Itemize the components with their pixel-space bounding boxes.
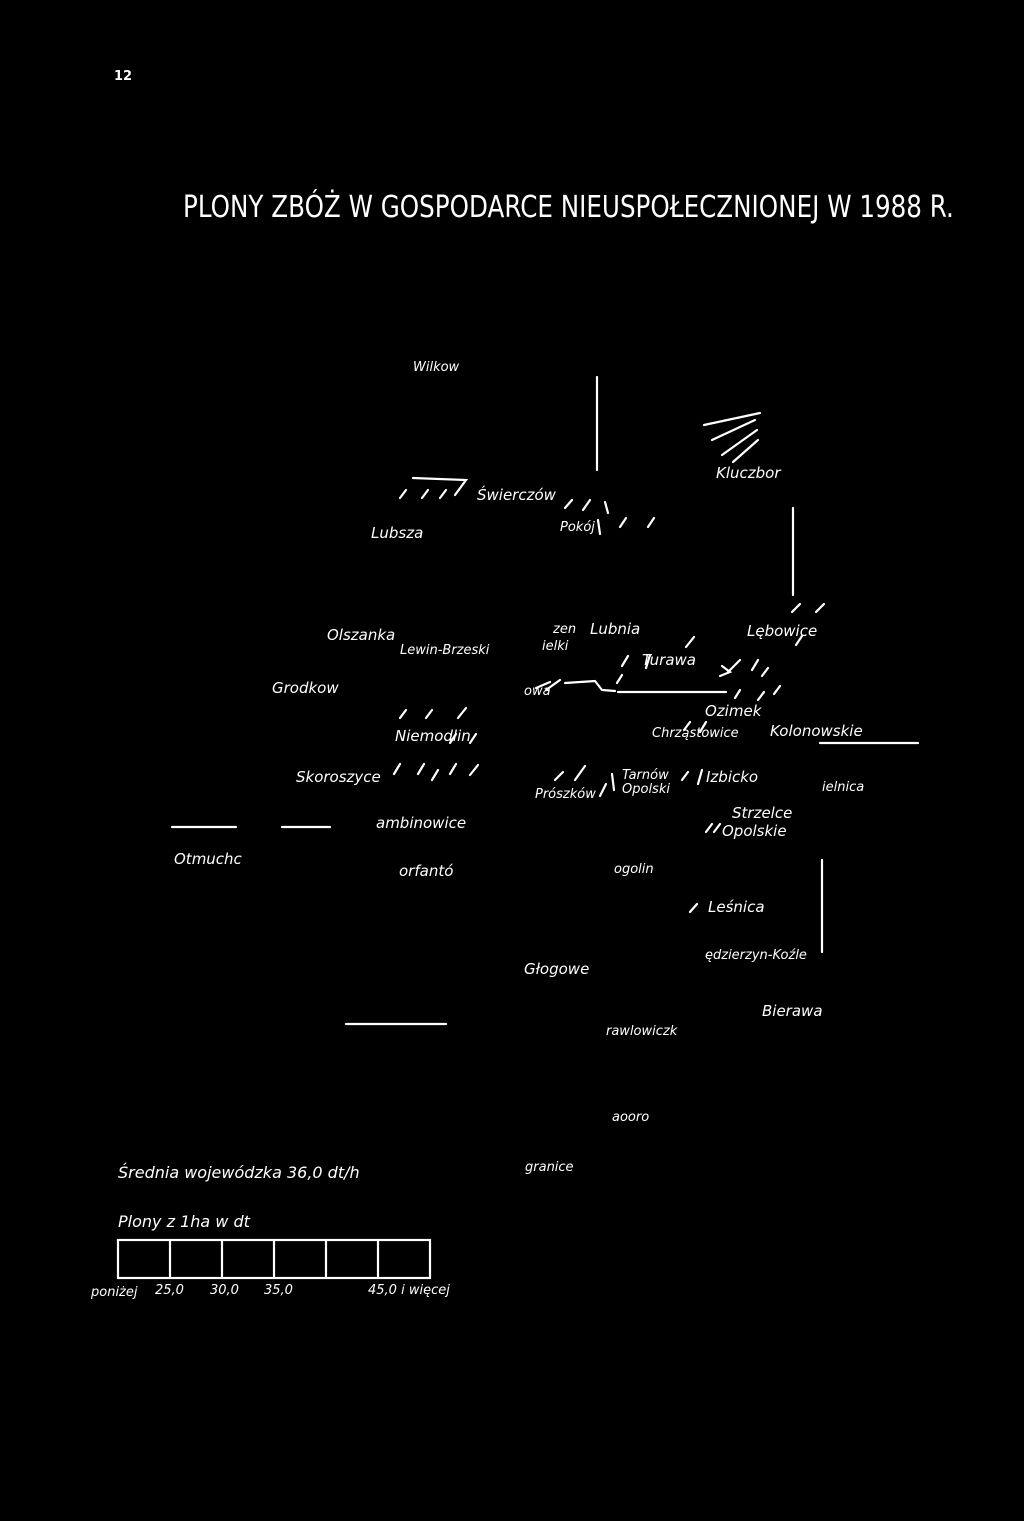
place-label: Opolskie: [722, 822, 787, 840]
place-label: ielki: [542, 639, 569, 654]
place-label: Głogowe: [524, 960, 590, 978]
place-label: Lubnia: [590, 620, 641, 638]
hatch-mark: [718, 658, 770, 678]
place-label: Izbicko: [706, 768, 759, 786]
place-label: ambinowice: [376, 814, 467, 832]
boundary-line: [534, 678, 617, 693]
place-label: orfantó: [399, 862, 454, 880]
hatch-mark: [553, 764, 616, 798]
place-label: owa: [524, 684, 551, 699]
hatch-mark: [615, 635, 696, 685]
place-label: Otmuchc: [174, 850, 242, 868]
place-label: Olszanka: [327, 626, 396, 644]
place-label: Opolski: [622, 782, 670, 797]
legend-boundary-text: granice: [525, 1160, 574, 1175]
hatch-mark: [733, 684, 782, 702]
hatch-mark: [392, 762, 480, 782]
place-label: aooro: [612, 1110, 650, 1125]
place-label: rawlowiczk: [606, 1024, 678, 1039]
map-title: PLONY ZBÓŻ W GOSPODARCE NIEUSPOŁECZNIONE…: [183, 190, 954, 225]
page-number: 12: [114, 69, 133, 84]
place-label: ogolin: [614, 862, 654, 877]
hatch-mark: [563, 498, 656, 536]
place-label: ielnica: [822, 780, 865, 795]
legend-average-text: Średnia wojewódzka 36,0 dt/h: [118, 1163, 360, 1182]
place-label: Kluczbor: [716, 464, 781, 482]
place-label: ędzierzyn-Koźle: [705, 948, 807, 963]
place-label: Tarnów: [622, 768, 669, 783]
hatch-mark: [398, 476, 469, 500]
place-label: Bierawa: [762, 1002, 823, 1020]
place-label: Strzelce: [732, 804, 793, 822]
hatch-mark: [398, 706, 478, 745]
legend-scale-label: 35,0: [264, 1283, 293, 1298]
legend-scale-label: 25,0: [155, 1283, 184, 1298]
place-label: Leśnica: [708, 898, 765, 916]
place-label: Grodkow: [272, 679, 339, 697]
place-label: Wilkow: [413, 360, 460, 375]
legend-scale-label: 45,0 i więcej: [368, 1283, 450, 1298]
place-label: Turawa: [642, 651, 696, 669]
legend-yield-title: Plony z 1ha w dt: [118, 1212, 250, 1231]
legend-scale-label: poniżej: [91, 1285, 138, 1300]
place-label: Niemodlin: [395, 727, 471, 745]
place-label: Kolonowskie: [770, 722, 863, 740]
place-label: Lewin-Brzeski: [400, 643, 490, 658]
place-label: Świerczów: [477, 486, 556, 504]
place-label: Pokój: [560, 520, 595, 535]
hatch-mark: [790, 602, 826, 647]
place-label: Ozimek: [705, 702, 762, 720]
hatch-mark: [702, 411, 762, 464]
legend-scale-label: 30,0: [210, 1283, 239, 1298]
place-label: Lębowice: [747, 622, 818, 640]
hatch-mark: [680, 720, 708, 786]
place-label: Skoroszyce: [296, 768, 381, 786]
place-label: Prószków: [535, 787, 596, 802]
place-label: zen: [553, 622, 577, 637]
place-label: Lubsza: [371, 524, 424, 542]
place-label: Chrząstowice: [652, 726, 739, 741]
hatch-mark: [688, 822, 722, 914]
